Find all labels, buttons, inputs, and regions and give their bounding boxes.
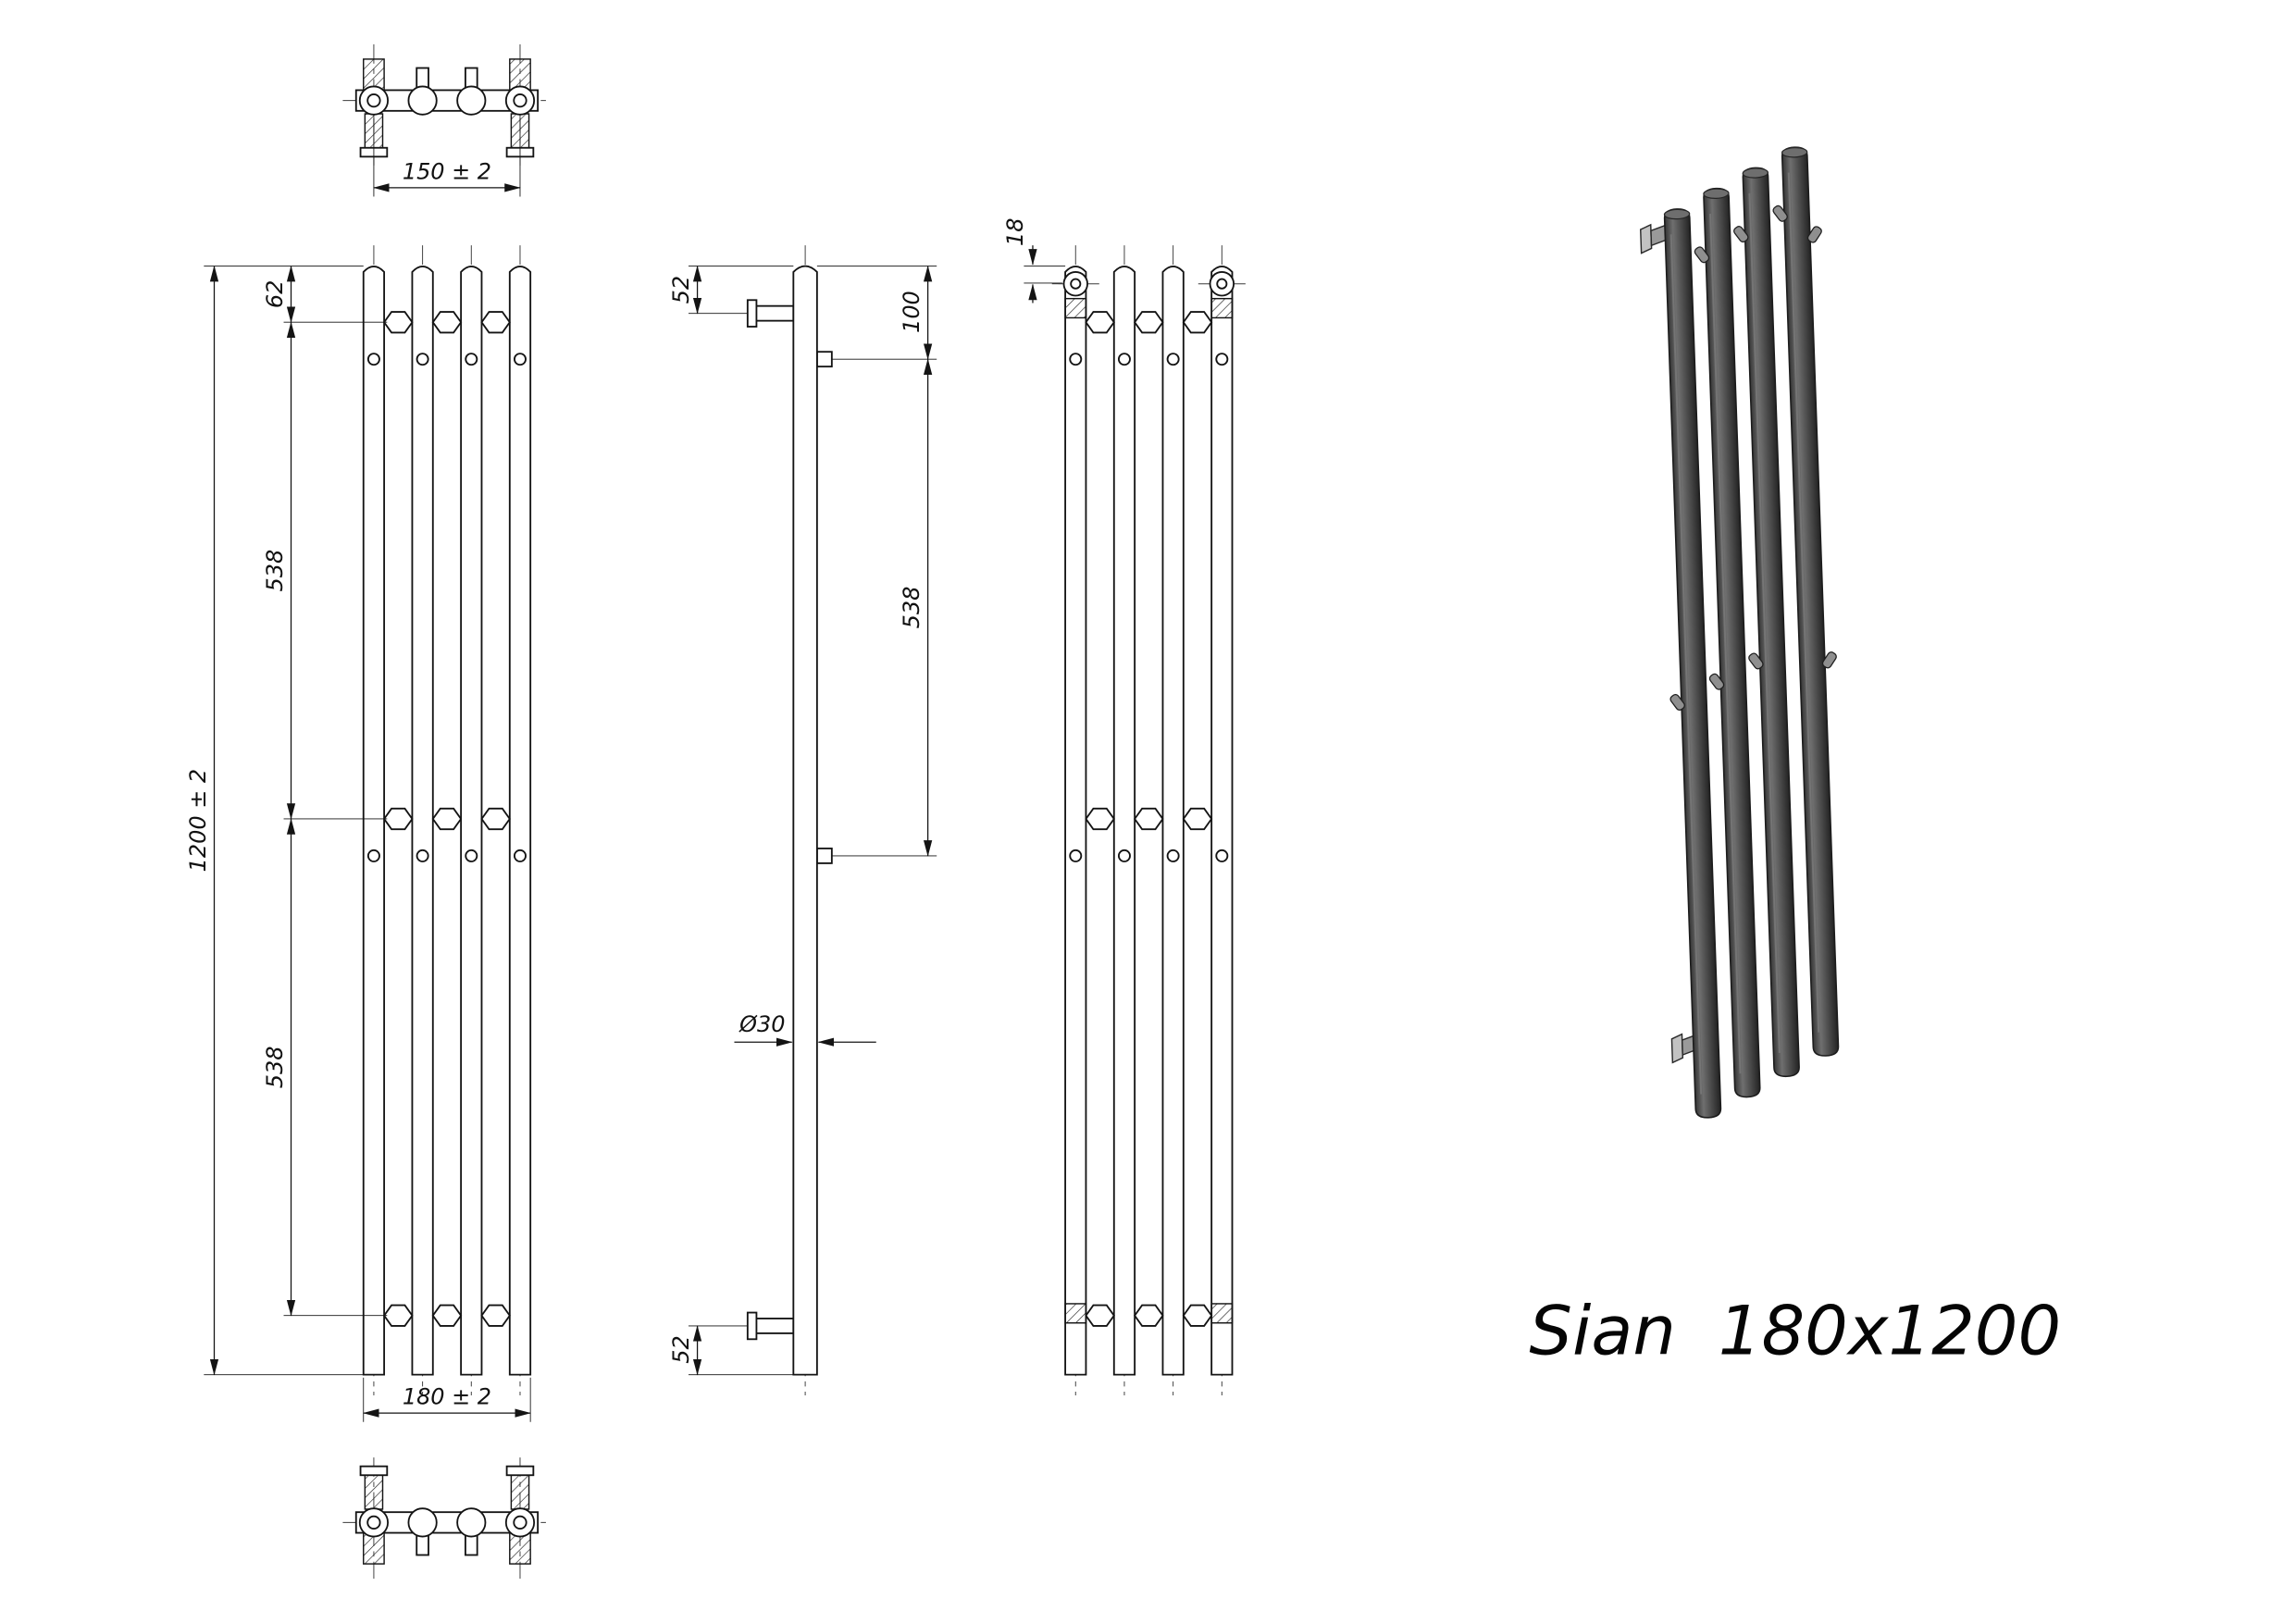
dim-segment1-label: 538 — [262, 550, 288, 592]
bracket-stub — [755, 304, 795, 322]
hook-stub — [815, 848, 833, 864]
tube — [1161, 266, 1185, 1376]
tube-cap — [1781, 146, 1808, 158]
bracket-block — [363, 58, 385, 92]
isometric-view — [1639, 146, 1840, 1119]
dim-side-bottom-bracket-label: 52 — [668, 1335, 694, 1363]
wall-stem — [510, 1474, 530, 1510]
dim-top-offset-label: 62 — [262, 280, 288, 308]
iso-bracket — [1670, 1033, 1684, 1064]
tube — [508, 266, 532, 1376]
tube — [460, 266, 483, 1376]
tube-cap — [1742, 167, 1769, 179]
hook-peg — [1708, 673, 1725, 690]
tube-cap — [1703, 188, 1730, 200]
bracket-nut — [1064, 1303, 1087, 1324]
dim-hook-spacing-label: 538 — [899, 587, 925, 629]
hook-stub — [815, 351, 833, 368]
dim-side-top-bracket-label: 52 — [668, 276, 694, 304]
wall-foot — [505, 1465, 535, 1477]
front-view: 62 538 538 1200 ± 2 180 ± 2 — [185, 245, 532, 1422]
dim-back-offset-label: 18 — [1002, 218, 1028, 246]
dim-hook-top-label: 100 — [899, 291, 925, 333]
top-view: 150 ± 2 — [342, 43, 552, 197]
side-view: 52 100 538 Ø30 52 — [668, 245, 937, 1395]
tube-profile — [792, 265, 818, 1376]
bracket-stub — [755, 1318, 795, 1334]
bracket-block — [363, 1531, 385, 1565]
tube — [362, 266, 386, 1376]
hook-peg — [1694, 246, 1710, 264]
bottom-view — [342, 1457, 552, 1580]
tube — [1112, 266, 1136, 1376]
hook-peg — [1772, 204, 1788, 222]
iso-bracket — [1639, 223, 1653, 254]
tube — [411, 266, 434, 1376]
bracket-nut — [1210, 297, 1234, 319]
tube — [1064, 266, 1087, 1376]
hook-peg — [1821, 651, 1837, 669]
tube-cap — [1663, 208, 1691, 220]
hook-peg — [1669, 693, 1685, 711]
wall-foot — [359, 1465, 389, 1477]
hook-peg — [1806, 226, 1822, 243]
dim-overall-width-label: 180 ± 2 — [403, 1384, 491, 1410]
dim-bracket-spacing-label: 150 ± 2 — [403, 158, 491, 184]
product-size-label: 180x1200 — [1719, 1292, 2062, 1370]
back-view: 18 — [1002, 218, 1246, 1395]
wall-plate — [746, 1311, 758, 1341]
bracket-rail — [354, 1511, 540, 1534]
tube — [1210, 266, 1234, 1376]
dim-overall-height-label: 1200 ± 2 — [185, 769, 211, 872]
bracket-rail — [354, 89, 540, 112]
hook-peg — [1733, 226, 1749, 243]
dim-tube-diameter-label: Ø30 — [738, 1011, 785, 1037]
dim-segment2-label: 538 — [262, 1047, 288, 1089]
bracket-nut — [1064, 297, 1087, 319]
bracket-nut — [1210, 1303, 1234, 1324]
bracket-block — [509, 1531, 531, 1565]
hook-peg — [1748, 652, 1764, 670]
wall-stem — [364, 1474, 384, 1510]
product-name-label: Sian — [1529, 1292, 1676, 1370]
wall-plate — [746, 299, 758, 328]
bracket-block — [509, 58, 531, 92]
